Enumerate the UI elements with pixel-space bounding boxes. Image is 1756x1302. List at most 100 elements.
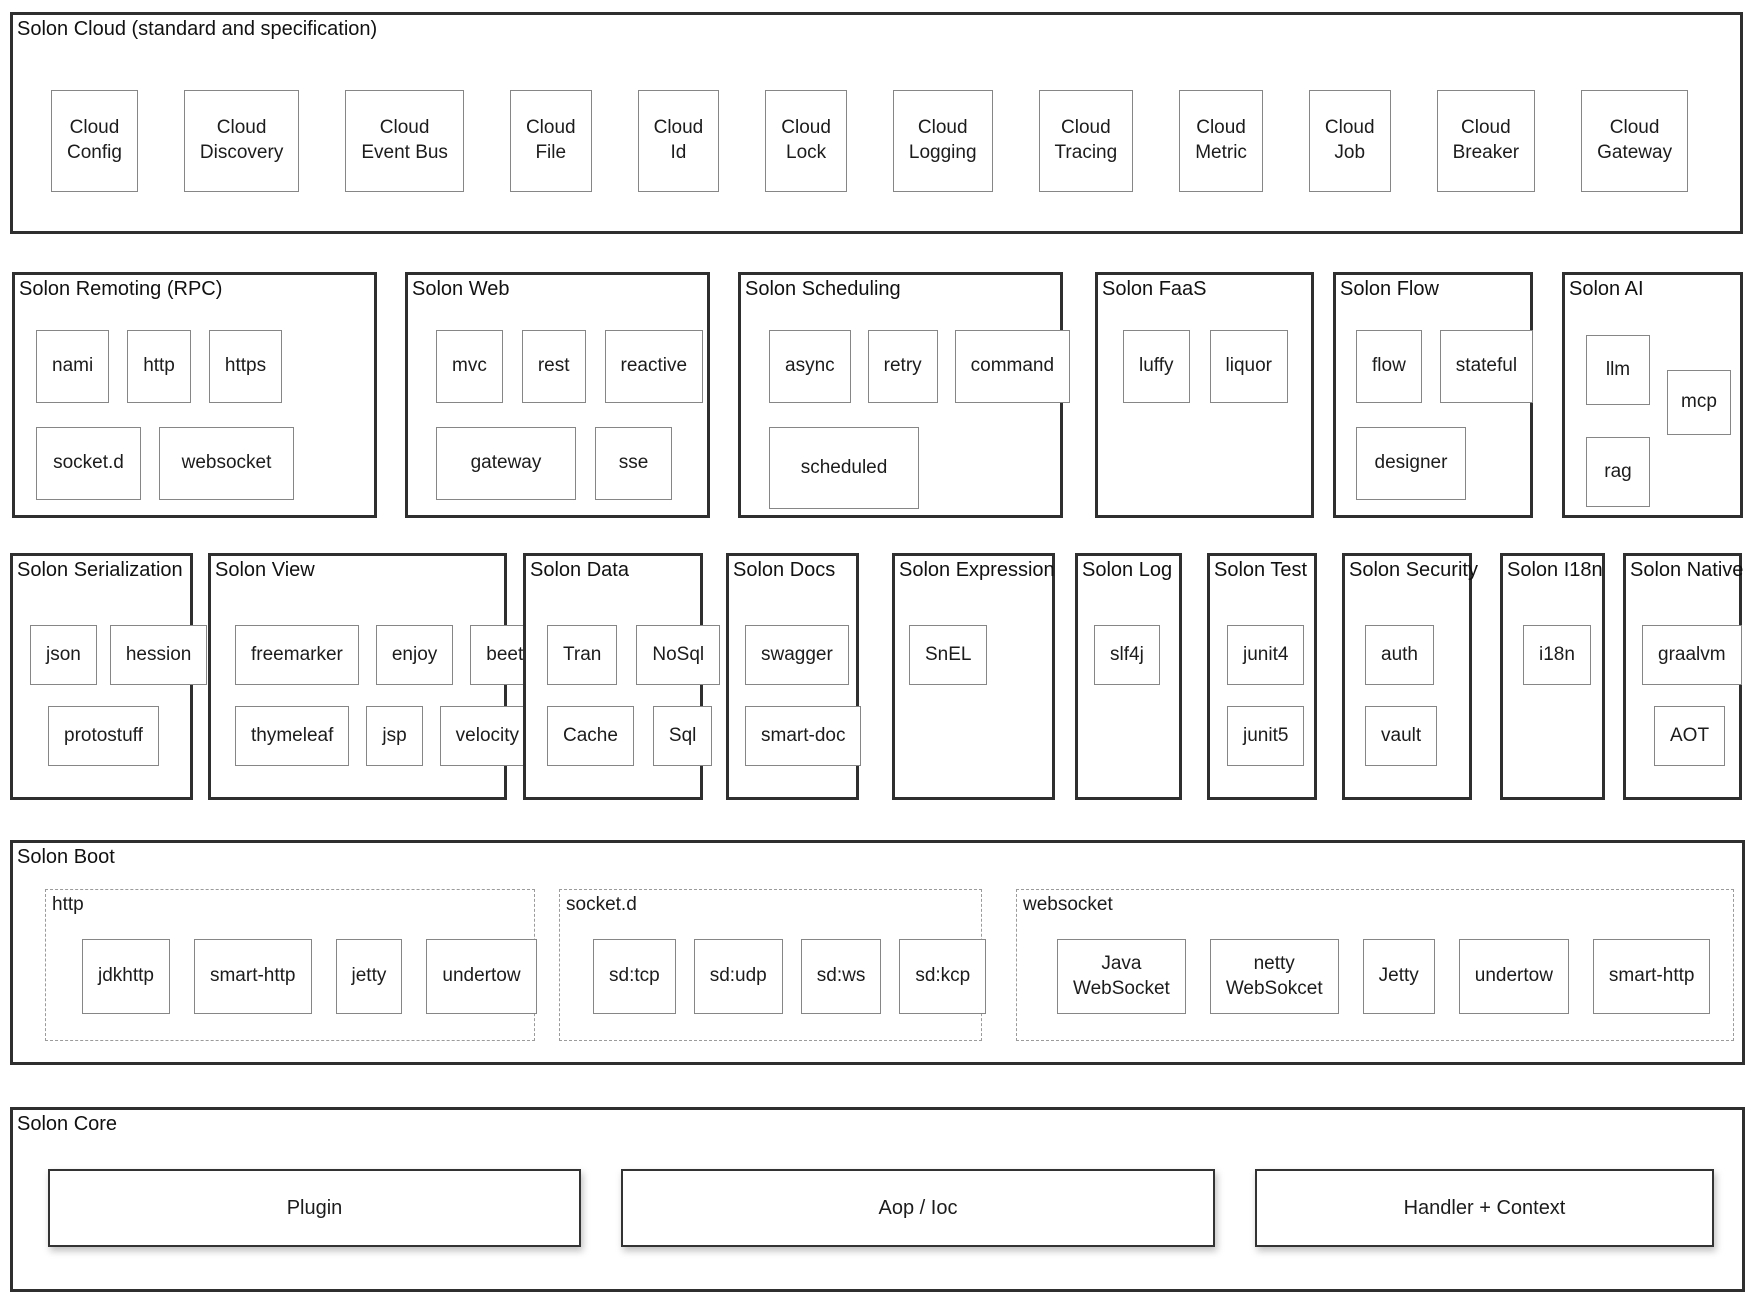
section-solon-scheduling: Solon Scheduling async retry command sch… xyxy=(738,272,1071,518)
boot-group-websocket: websocket Java WebSocket netty WebSokcet… xyxy=(1016,889,1734,1041)
module-reactive: reactive xyxy=(604,330,704,403)
boot-groups: http jdkhttp smart-http jetty undertow s… xyxy=(45,889,1742,1041)
box-row: flow stateful xyxy=(1356,330,1534,403)
module-aot: AOT xyxy=(1654,706,1726,766)
module-cloud-logging: Cloud Logging xyxy=(892,90,993,192)
module-cloud-job: Cloud Job xyxy=(1308,90,1391,192)
module-llm: llm xyxy=(1586,335,1650,405)
box-row: Java WebSocket netty WebSokcet Jetty und… xyxy=(1057,939,1733,1014)
section-title-solon-security: Solon Security xyxy=(1349,559,1478,581)
rows: SnEL xyxy=(895,625,1052,685)
section-solon-view: Solon View freemarker enjoy beetl thymel… xyxy=(208,553,544,800)
module-sd-tcp: sd:tcp xyxy=(593,939,676,1014)
box-row: sd:tcp sd:udp sd:ws sd:kcp xyxy=(593,939,987,1014)
module-cache: Cache xyxy=(547,706,634,766)
module-http: http xyxy=(127,330,191,403)
box-row: gateway sse xyxy=(436,427,707,500)
module-slf4j: slf4j xyxy=(1094,625,1160,685)
box-row: i18n xyxy=(1523,625,1602,685)
section-solon-core: Solon Core Plugin Aop / Ioc Handler + Co… xyxy=(10,1107,1745,1292)
section-title-solon-i18n: Solon I18n xyxy=(1507,559,1603,581)
section-solon-cloud: Solon Cloud (standard and specification)… xyxy=(10,12,1743,234)
box-row: AOT xyxy=(1654,706,1739,766)
module-stateful: stateful xyxy=(1439,330,1534,403)
section-title-solon-remoting: Solon Remoting (RPC) xyxy=(19,278,223,300)
rows: i18n xyxy=(1503,625,1602,685)
module-plugin: Plugin xyxy=(48,1169,581,1247)
section-title-solon-test: Solon Test xyxy=(1214,559,1308,581)
section-title-solon-data: Solon Data xyxy=(530,559,629,581)
box-row: freemarker enjoy beetl xyxy=(235,625,544,685)
module-jsp: jsp xyxy=(366,706,423,766)
module-cloud-metric: Cloud Metric xyxy=(1179,90,1263,192)
module-graalvm: graalvm xyxy=(1642,625,1742,685)
section-solon-data: Solon Data Tran NoSql Cache Sql xyxy=(523,553,721,800)
box-row: Tran NoSql xyxy=(547,625,721,685)
rows: auth vault xyxy=(1345,625,1469,766)
module-freemarker: freemarker xyxy=(235,625,359,685)
section-title-solon-core: Solon Core xyxy=(17,1113,118,1135)
module-sql: Sql xyxy=(652,706,713,766)
box-row: auth xyxy=(1365,625,1469,685)
module-enjoy: enjoy xyxy=(375,625,454,685)
rows: json hession protostuff xyxy=(13,625,208,766)
module-cloud-lock: Cloud Lock xyxy=(765,90,847,192)
module-smart-doc: smart-doc xyxy=(745,706,862,766)
box-row: protostuff xyxy=(48,706,190,766)
section-title-solon-native: Solon Native xyxy=(1630,559,1744,581)
rows: luffy liquor xyxy=(1098,330,1311,403)
module-vault: vault xyxy=(1365,706,1438,766)
module-junit4: junit4 xyxy=(1227,625,1305,685)
box-row: luffy liquor xyxy=(1123,330,1311,403)
section-solon-serialization: Solon Serialization json hession protost… xyxy=(10,553,208,800)
module-cloud-file: Cloud File xyxy=(509,90,592,192)
section-title-solon-ai: Solon AI xyxy=(1569,278,1644,300)
section-solon-log: Solon Log slf4j xyxy=(1075,553,1182,800)
rows: async retry command scheduled xyxy=(741,330,1071,509)
module-designer: designer xyxy=(1356,427,1466,500)
box-row: thymeleaf jsp velocity xyxy=(235,706,536,766)
module-jetty-ws: Jetty xyxy=(1362,939,1435,1014)
section-solon-native: Solon Native graalvm AOT xyxy=(1623,553,1744,800)
rows: nami http https socket.d websocket xyxy=(15,330,374,500)
module-smart-http-ws: smart-http xyxy=(1592,939,1711,1014)
section-solon-web: Solon Web mvc rest reactive gateway sse xyxy=(405,272,710,518)
module-cloud-id: Cloud Id xyxy=(637,90,720,192)
box-row: graalvm xyxy=(1642,625,1742,685)
section-solon-security: Solon Security auth vault xyxy=(1342,553,1478,800)
box-row: nami http https xyxy=(36,330,374,403)
module-hession: hession xyxy=(109,625,208,685)
module-java-websocket: Java WebSocket xyxy=(1057,939,1186,1014)
module-mvc: mvc xyxy=(436,330,503,403)
module-gateway: gateway xyxy=(436,427,576,500)
box-row: designer xyxy=(1356,427,1530,500)
section-title-solon-expression: Solon Expression xyxy=(899,559,1055,581)
module-jdkhttp: jdkhttp xyxy=(82,939,170,1014)
section-title-solon-scheduling: Solon Scheduling xyxy=(745,278,901,300)
module-nosql: NoSql xyxy=(636,625,721,685)
rows: swagger smart-doc xyxy=(729,625,862,766)
module-protostuff: protostuff xyxy=(48,706,159,766)
section-solon-i18n: Solon I18n i18n xyxy=(1500,553,1605,800)
section-solon-flow: Solon Flow flow stateful designer xyxy=(1333,272,1534,518)
section-title-solon-faas: Solon FaaS xyxy=(1102,278,1207,300)
module-netty-websocket: netty WebSokcet xyxy=(1209,939,1339,1014)
module-cloud-config: Cloud Config xyxy=(51,90,138,192)
module-luffy: luffy xyxy=(1123,330,1190,403)
module-sse: sse xyxy=(595,427,672,500)
box-row: async retry command xyxy=(769,330,1071,403)
rows: mvc rest reactive gateway sse xyxy=(408,330,707,500)
module-snel: SnEL xyxy=(909,625,988,685)
section-title-solon-boot: Solon Boot xyxy=(17,846,115,868)
module-retry: retry xyxy=(867,330,938,403)
box-row: Cloud Config Cloud Discovery Cloud Event… xyxy=(51,90,1740,192)
module-rag: rag xyxy=(1586,437,1650,507)
module-cloud-breaker: Cloud Breaker xyxy=(1436,90,1536,192)
box-row: Cache Sql xyxy=(547,706,713,766)
box-row: jdkhttp smart-http jetty undertow xyxy=(82,939,537,1014)
module-handler-context: Handler + Context xyxy=(1255,1169,1714,1247)
module-sd-udp: sd:udp xyxy=(693,939,783,1014)
module-socket-d: socket.d xyxy=(36,427,141,500)
section-solon-test: Solon Test junit4 junit5 xyxy=(1207,553,1317,800)
box-row: mvc rest reactive xyxy=(436,330,707,403)
